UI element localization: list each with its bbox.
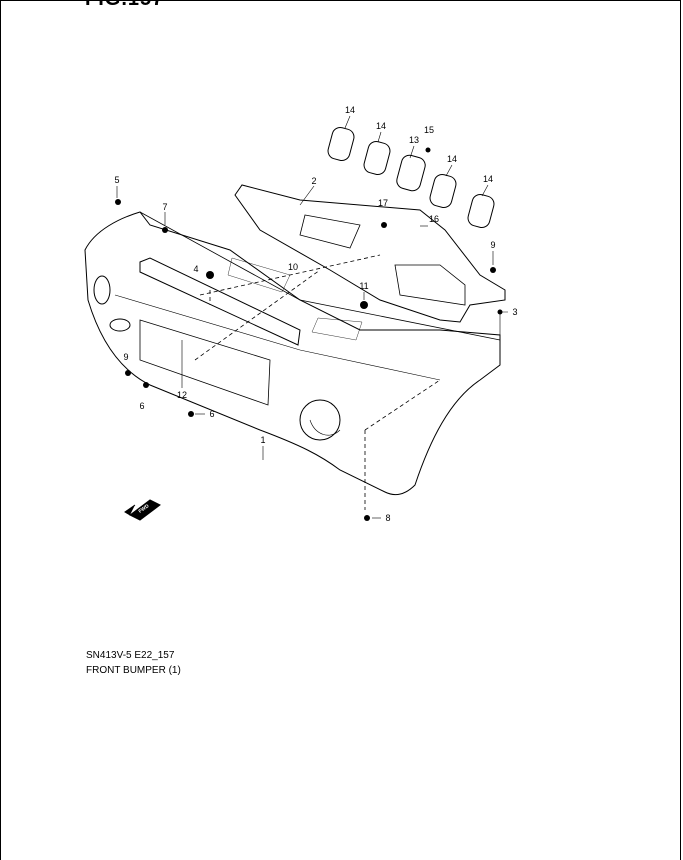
callout-10: 10	[287, 262, 299, 272]
callout-12: 12	[176, 390, 188, 400]
callout-14: 14	[375, 121, 387, 131]
callout-17: 17	[377, 198, 389, 208]
diagram-name: FRONT BUMPER (1)	[86, 665, 181, 676]
callout-15: 15	[423, 125, 435, 135]
fwd-arrow-icon	[124, 499, 161, 521]
caption: SN413V-5 E22_157 FRONT BUMPER (1)	[86, 648, 181, 678]
callout-6: 6	[139, 401, 145, 411]
callout-11: 11	[359, 281, 369, 291]
callout-2: 2	[311, 176, 317, 186]
callout-1: 1	[260, 435, 266, 445]
upper-panel	[234, 184, 506, 323]
callout-14: 14	[446, 154, 458, 164]
callout-3: 3	[512, 307, 518, 317]
callout-7: 7	[162, 202, 168, 212]
reinforcement	[139, 257, 301, 346]
callout-9: 9	[490, 240, 496, 250]
diagram-code: SN413V-5 E22_157	[86, 650, 175, 661]
callout-13: 13	[408, 135, 420, 145]
callout-4: 4	[193, 264, 199, 274]
callout-16: 16	[428, 214, 440, 224]
callout-5: 5	[114, 175, 120, 185]
bumper-cover	[84, 211, 501, 496]
callout-8: 8	[385, 513, 391, 523]
callout-6: 6	[209, 409, 215, 419]
callout-14: 14	[344, 105, 356, 115]
figure-title: FIG.157	[85, 0, 164, 11]
callout-14: 14	[482, 174, 494, 184]
callout-9: 9	[123, 352, 129, 362]
